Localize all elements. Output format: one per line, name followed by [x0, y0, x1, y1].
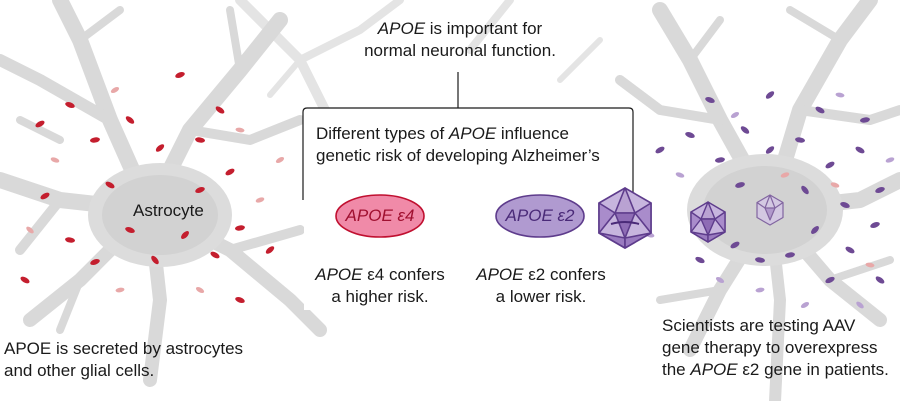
aav-virus-icon [598, 187, 652, 249]
neuron-cell [615, 0, 900, 401]
top-note: APOE is important for normal neuronal fu… [320, 18, 600, 62]
e2-description: APOE ε2 confers a lower risk. [476, 265, 606, 306]
aav-virus-icon [690, 201, 726, 243]
gene-name: APOE [377, 19, 426, 38]
astrocyte-cell [0, 0, 327, 387]
apoe-particles-left [20, 72, 285, 303]
apoe-e2-pill-label: APOE ε2 [505, 206, 575, 225]
top-note-line1: APOE is important for [377, 19, 543, 38]
box-heading-line1: Different types of APOE influence [316, 124, 569, 143]
box-heading-line2: genetic risk of developing Alzheimer’s [316, 146, 600, 165]
apoe-e4-pill-label: APOE ε4 [345, 206, 415, 225]
e4-description: APOE ε4 confers a higher risk. [315, 265, 445, 306]
top-note-line2: normal neuronal function. [364, 41, 556, 60]
box-heading: Different types of APOE influence geneti… [316, 123, 626, 167]
background-neuron [235, 0, 603, 174]
aav-virus-icon [756, 194, 784, 226]
right-caption: Scientists are testing AAV gene therapy … [662, 316, 889, 379]
apoe-particles-right [645, 91, 895, 309]
info-box [302, 107, 634, 200]
astrocyte-label: Astrocyte [133, 201, 204, 220]
apoe-e4-pill [335, 194, 425, 238]
left-caption: APOE is secreted by astrocytes and other… [4, 339, 244, 380]
apoe-e2-pill [495, 194, 585, 238]
